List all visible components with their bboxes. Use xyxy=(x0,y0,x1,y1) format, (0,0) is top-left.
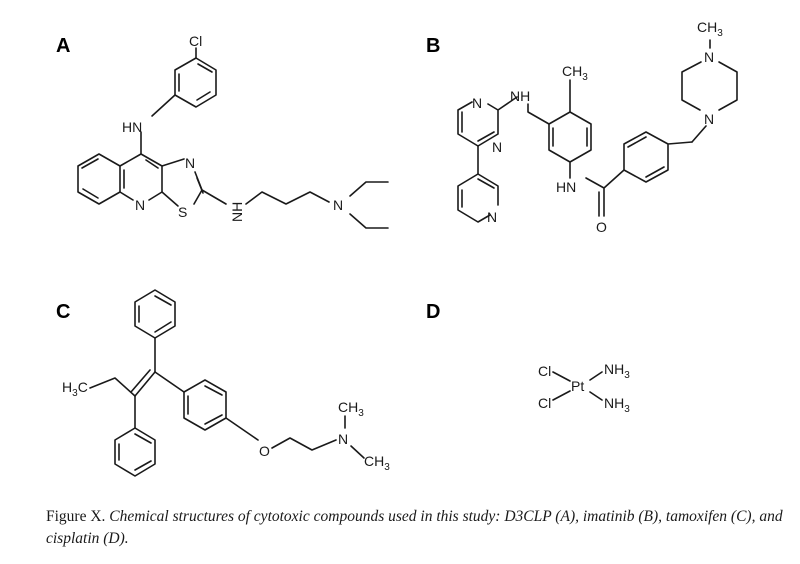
atom-n-amine: N xyxy=(338,431,348,447)
atom-ch3-upper: CH3 xyxy=(338,399,364,419)
ethoxy-linker xyxy=(225,417,337,451)
panel-b-label: B xyxy=(426,35,440,57)
structure-tamoxifen: H3C O N CH3 CH3 xyxy=(62,289,390,477)
piperazine-ring xyxy=(681,61,738,111)
phenoxy-ring xyxy=(183,379,227,431)
figure-caption: Figure X. Chemical structures of cytotox… xyxy=(46,506,786,550)
benzamide-phenyl-ring xyxy=(623,131,693,183)
chlorophenyl-ring xyxy=(174,57,217,108)
ethyl-group xyxy=(89,377,136,397)
atom-s: S xyxy=(178,204,187,220)
atom-ch3-aryl: CH3 xyxy=(562,63,588,83)
amide-carbonyl xyxy=(585,169,625,217)
propyl-linker xyxy=(201,189,330,205)
pyrimidine-ring xyxy=(457,96,518,147)
atom-n-pyrimidine-1: N xyxy=(472,95,482,111)
atom-pt: Pt xyxy=(571,378,584,394)
diethyl-groups xyxy=(349,181,389,229)
panel-a-label: A xyxy=(56,35,70,57)
atom-o-ether: O xyxy=(259,443,270,459)
atom-n-pyridine: N xyxy=(487,209,497,225)
caption-lead: Figure X. xyxy=(46,508,110,525)
atom-n-piperazine-top: N xyxy=(704,49,714,65)
structure-d3clp: Cl HN N N S NH N xyxy=(77,33,389,229)
atom-nh3-1: NH3 xyxy=(604,361,630,381)
atom-n-piperazine-bottom: N xyxy=(704,111,714,127)
structure-imatinib: CH3 N N CH3 NH N N HN N O xyxy=(457,19,738,235)
atom-ch3-lower: CH3 xyxy=(364,453,390,473)
panel-c-label: C xyxy=(56,301,70,323)
structure-cisplatin: Cl Cl Pt NH3 NH3 xyxy=(538,361,630,415)
thiazole-ring xyxy=(161,158,203,207)
central-aryl-ring xyxy=(548,111,592,179)
atom-n-pyrimidine-2: N xyxy=(492,139,502,155)
atom-hn-amide: HN xyxy=(556,179,576,195)
atom-h3c: H3C xyxy=(62,379,88,399)
atom-n-amine: N xyxy=(333,197,343,213)
atom-nh: NH xyxy=(229,202,245,222)
phenyl-ring-top xyxy=(134,289,176,339)
platinum-bonds xyxy=(552,371,603,401)
atom-cl-2: Cl xyxy=(538,395,551,411)
caption-text: Chemical structures of cytotoxic compoun… xyxy=(46,508,783,547)
atom-n-quinoline: N xyxy=(135,197,145,213)
atom-nh3-2: NH3 xyxy=(604,395,630,415)
atom-ch3-methyl: CH3 xyxy=(697,19,723,39)
atom-cl: Cl xyxy=(189,33,202,49)
pyridine-ring xyxy=(457,173,499,223)
alkene-double-bond xyxy=(130,369,156,397)
quinoline-central-ring xyxy=(119,153,163,201)
quinoline-benzo-ring xyxy=(77,153,121,205)
atom-cl-1: Cl xyxy=(538,363,551,379)
atom-o-carbonyl: O xyxy=(596,219,607,235)
atom-n-thiazole: N xyxy=(185,155,195,171)
atom-hn: HN xyxy=(122,119,142,135)
panel-d-label: D xyxy=(426,301,440,323)
atom-nh: NH xyxy=(510,88,530,104)
phenyl-ring-bottom xyxy=(114,427,156,477)
